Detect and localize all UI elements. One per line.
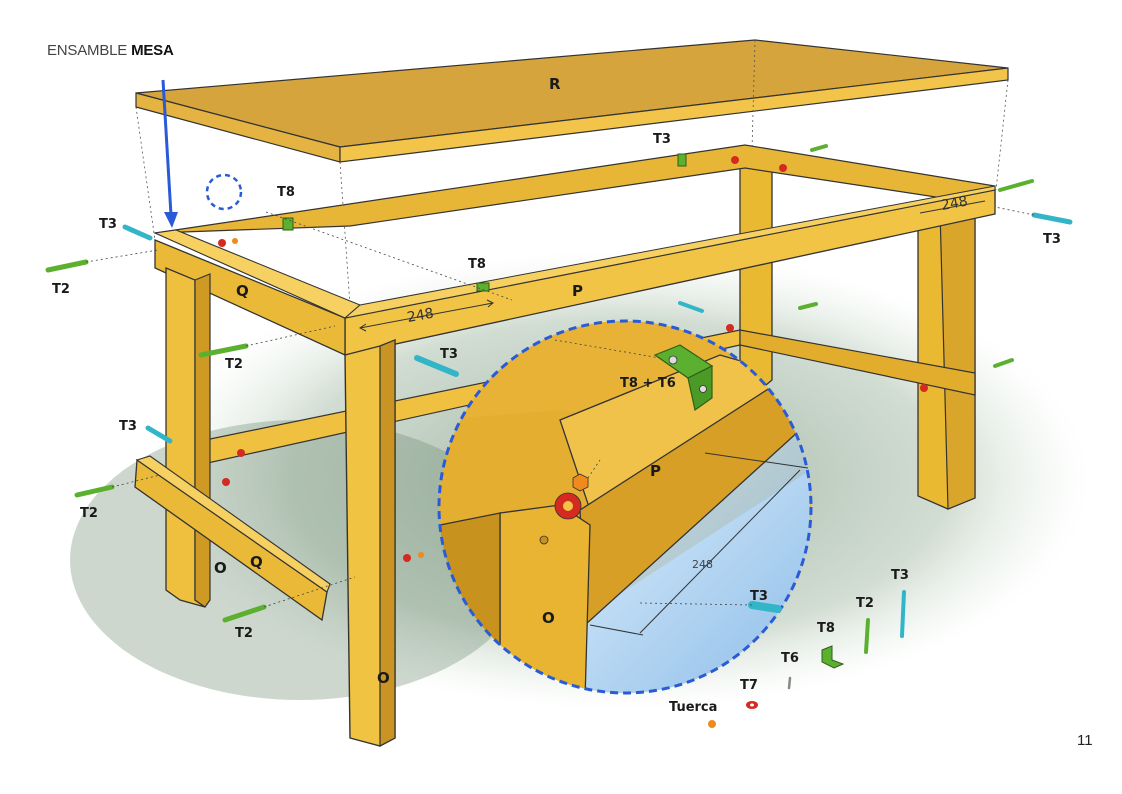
label-t3-4: T3 — [440, 347, 458, 362]
detail-dimension-label: 248 — [692, 558, 713, 571]
blue-arrow — [161, 79, 173, 216]
detail-marker-circle — [205, 173, 243, 211]
label-t2-3: T2 — [80, 506, 98, 521]
part-label-p: P — [572, 282, 583, 300]
tabletop-r — [135, 39, 1009, 163]
detail-dimension — [589, 452, 809, 636]
page-number: 11 — [1077, 732, 1093, 749]
part-label-o-main: O — [377, 669, 390, 687]
detail-part-p: P — [650, 462, 661, 480]
fasteners-t7-tuerca — [218, 156, 928, 562]
screws-t3 — [122, 212, 1073, 444]
brackets-t8 — [282, 153, 687, 292]
lower-rail-q — [134, 455, 331, 622]
label-t2-2: T2 — [225, 357, 243, 372]
detail-nut-washer — [539, 473, 589, 545]
part-label-q-upper: Q — [236, 282, 249, 300]
part-label-o-left: O — [214, 559, 227, 577]
label-t2-1: T2 — [52, 282, 70, 297]
part-label-r: R — [549, 75, 561, 93]
legend-tuerca: Tuerca — [669, 700, 717, 715]
legend-t6: T6 — [781, 651, 799, 666]
label-t3-2: T3 — [653, 132, 671, 147]
front-leg-left — [165, 267, 211, 608]
part-label-q-lower: Q — [250, 553, 263, 571]
detail-circle — [437, 319, 813, 695]
screws-t2 — [45, 144, 1034, 623]
legend-t3: T3 — [891, 568, 909, 583]
back-leg-right — [917, 202, 976, 510]
legend-t2: T2 — [856, 596, 874, 611]
detail-label-t3: T3 — [750, 589, 768, 604]
detail-bracket-t8 — [653, 344, 714, 412]
label-t8-2: T8 — [468, 257, 486, 272]
dimension-label-front: 248 — [406, 306, 435, 326]
label-t2-4: T2 — [235, 626, 253, 641]
detail-screw-t3 — [748, 601, 782, 613]
page-title: ENSAMBLE MESA — [47, 42, 174, 59]
hardware-legend — [708, 590, 906, 728]
screw-paths — [85, 206, 1035, 608]
label-t3-1: T3 — [99, 217, 117, 232]
back-leg-middle — [739, 154, 773, 391]
detail-paths — [554, 339, 753, 606]
dimension-label-back: 248 — [940, 194, 969, 214]
blue-arrow-head — [164, 212, 178, 228]
projection-lines — [135, 39, 1009, 306]
dimension-front — [359, 299, 494, 332]
label-t8-1: T8 — [277, 185, 295, 200]
label-t3-3: T3 — [1043, 232, 1061, 247]
front-leg-main — [344, 338, 396, 747]
detail-callout-t8-t6: T8 + T6 — [620, 376, 676, 391]
dimension-back — [919, 200, 986, 214]
label-t3-5: T3 — [119, 419, 137, 434]
legend-t7: T7 — [740, 678, 758, 693]
detail-part-o: O — [542, 609, 555, 627]
legend-t8: T8 — [817, 621, 835, 636]
